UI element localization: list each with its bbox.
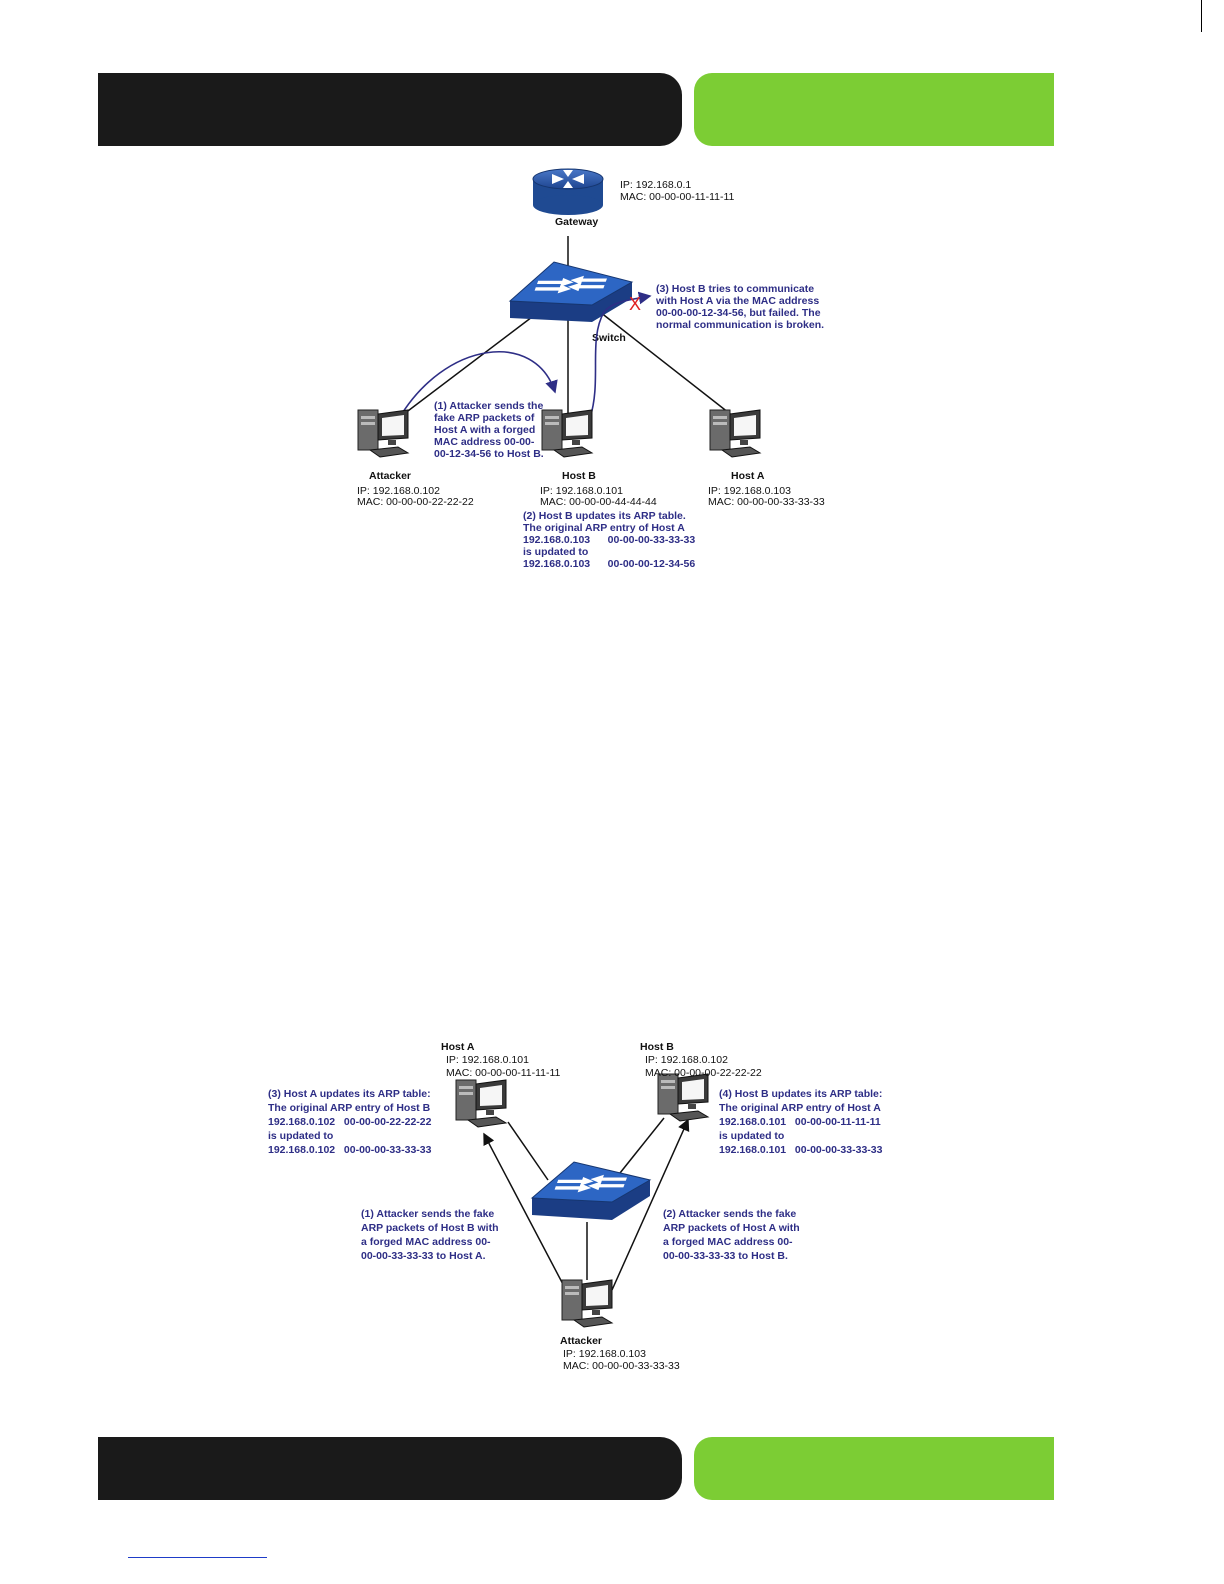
gateway-ip: IP: 192.168.0.1	[620, 179, 691, 191]
note-line: The original ARP entry of Host A	[719, 1102, 881, 1114]
hosta-pc-icon	[709, 409, 761, 458]
switch-icon	[530, 1161, 652, 1220]
hostb-name: Host B	[562, 470, 596, 482]
note-line: a forged MAC address 00-	[663, 1236, 793, 1248]
note-line: ARP packets of Host A with	[663, 1222, 800, 1234]
note-line: 00-00-33-33-33 to Host B.	[663, 1250, 788, 1262]
note-line: The original ARP entry of Host B	[268, 1102, 431, 1114]
note-line: is updated to	[268, 1130, 333, 1142]
diagram-2: Host A IP: 192.168.0.101 MAC: 00-00-00-1…	[268, 1041, 883, 1372]
note-line: 00-00-33-33-33 to Host A.	[361, 1250, 486, 1262]
link-switch-hostb	[615, 1117, 665, 1179]
note-line: normal communication is broken.	[656, 319, 824, 331]
note-line: 192.168.0.102 00-00-00-22-22-22	[268, 1116, 432, 1128]
note-line: 00-00-00-12-34-56, but failed. The	[656, 307, 821, 319]
note-line: is updated to	[719, 1130, 784, 1142]
note-line: fake ARP packets of	[434, 412, 535, 424]
attacker-mac: MAC: 00-00-00-33-33-33	[563, 1360, 680, 1372]
footer-green-bar	[694, 1437, 1054, 1500]
note-line: 00-12-34-56 to Host B.	[434, 448, 544, 460]
hostb-mac: MAC: 00-00-00-44-44-44	[540, 496, 657, 508]
note-line: (1) Attacker sends the	[434, 400, 543, 412]
attacker-name: Attacker	[560, 1335, 602, 1347]
hosta-ip: IP: 192.168.0.103	[708, 485, 791, 497]
hosta-mac: MAC: 00-00-00-11-11-11	[446, 1067, 561, 1079]
step2-note: (2) Host B updates its ARP table. The or…	[523, 510, 695, 570]
note-line: (3) Host B tries to communicate	[656, 283, 814, 295]
header-green-bar	[694, 73, 1054, 146]
header-dark-bar	[98, 73, 682, 146]
hosta-mac: MAC: 00-00-00-33-33-33	[708, 496, 825, 508]
hosta-pc-icon	[455, 1079, 507, 1128]
note-line: Host A with a forged	[434, 424, 535, 436]
arrow-attacker-to-hosta	[483, 1132, 567, 1291]
switch-icon	[508, 261, 634, 322]
footer-link-underline[interactable]	[128, 1557, 267, 1558]
hostb-ip: IP: 192.168.0.102	[645, 1054, 728, 1066]
link-switch-attacker	[395, 313, 537, 421]
hosta-ip: IP: 192.168.0.101	[446, 1054, 529, 1066]
attacker-pc-icon	[561, 1279, 613, 1328]
attacker-mac: MAC: 00-00-00-22-22-22	[357, 496, 474, 508]
note-line: MAC address 00-00-	[434, 436, 535, 448]
attacker-ip: IP: 192.168.0.103	[563, 1348, 646, 1360]
note-line: ARP packets of Host B with	[361, 1222, 499, 1234]
switch-name: Switch	[592, 332, 626, 344]
attacker-ip: IP: 192.168.0.102	[357, 485, 440, 497]
arrow-attacker-to-hostb	[397, 351, 558, 421]
step1-note: (1) Attacker sends the fake ARP packets …	[434, 400, 544, 460]
note-line: a forged MAC address 00-	[361, 1236, 491, 1248]
hostb-pc-icon	[657, 1073, 709, 1122]
link-switch-hosta	[507, 1121, 549, 1181]
hostb-pc-icon	[541, 409, 593, 458]
note-line: 192.168.0.103 00-00-00-33-33-33	[523, 534, 695, 546]
step3-note: (3) Host A updates its ARP table: The or…	[268, 1088, 432, 1156]
note-line: (3) Host A updates its ARP table:	[268, 1088, 431, 1100]
fail-mark: X	[629, 294, 641, 314]
arrow-attacker-to-hostb	[611, 1118, 690, 1291]
step4-note: (4) Host B updates its ARP table: The or…	[719, 1088, 883, 1156]
link-switch-hosta	[599, 311, 739, 421]
attacker-name: Attacker	[369, 470, 411, 482]
gateway-router-icon	[532, 168, 604, 215]
gateway-mac: MAC: 00-00-00-11-11-11	[620, 191, 735, 203]
note-line: (2) Attacker sends the fake	[663, 1208, 796, 1220]
note-line: 192.168.0.101 00-00-00-11-11-11	[719, 1116, 881, 1128]
arrow-hostb-to-hosta-failed	[589, 291, 652, 419]
note-line: with Host A via the MAC address	[655, 295, 819, 307]
hosta-name: Host A	[731, 470, 765, 482]
note-line: (2) Host B updates its ARP table.	[523, 510, 686, 522]
gateway-name: Gateway	[555, 216, 598, 228]
note-line: is updated to	[523, 546, 588, 558]
note-line: 192.168.0.102 00-00-00-33-33-33	[268, 1144, 432, 1156]
hostb-ip: IP: 192.168.0.101	[540, 485, 623, 497]
page-edge-line	[1201, 0, 1202, 32]
hosta-name: Host A	[441, 1041, 475, 1053]
step1-note: (1) Attacker sends the fake ARP packets …	[361, 1208, 499, 1262]
note-line: 192.168.0.101 00-00-00-33-33-33	[719, 1144, 883, 1156]
note-line: (1) Attacker sends the fake	[361, 1208, 494, 1220]
note-line: 192.168.0.103 00-00-00-12-34-56	[523, 558, 695, 570]
diagram-1: Gateway IP: 192.168.0.1 MAC: 00-00-00-11…	[357, 168, 825, 570]
attacker-pc-icon	[357, 409, 409, 458]
step3-note: (3) Host B tries to communicate with Hos…	[655, 283, 824, 331]
note-line: The original ARP entry of Host A	[523, 522, 685, 534]
note-line: (4) Host B updates its ARP table:	[719, 1088, 882, 1100]
footer-dark-bar	[98, 1437, 682, 1500]
step2-note: (2) Attacker sends the fake ARP packets …	[663, 1208, 800, 1262]
hostb-name: Host B	[640, 1041, 674, 1053]
hostb-mac: MAC: 00-00-00-22-22-22	[645, 1067, 762, 1079]
